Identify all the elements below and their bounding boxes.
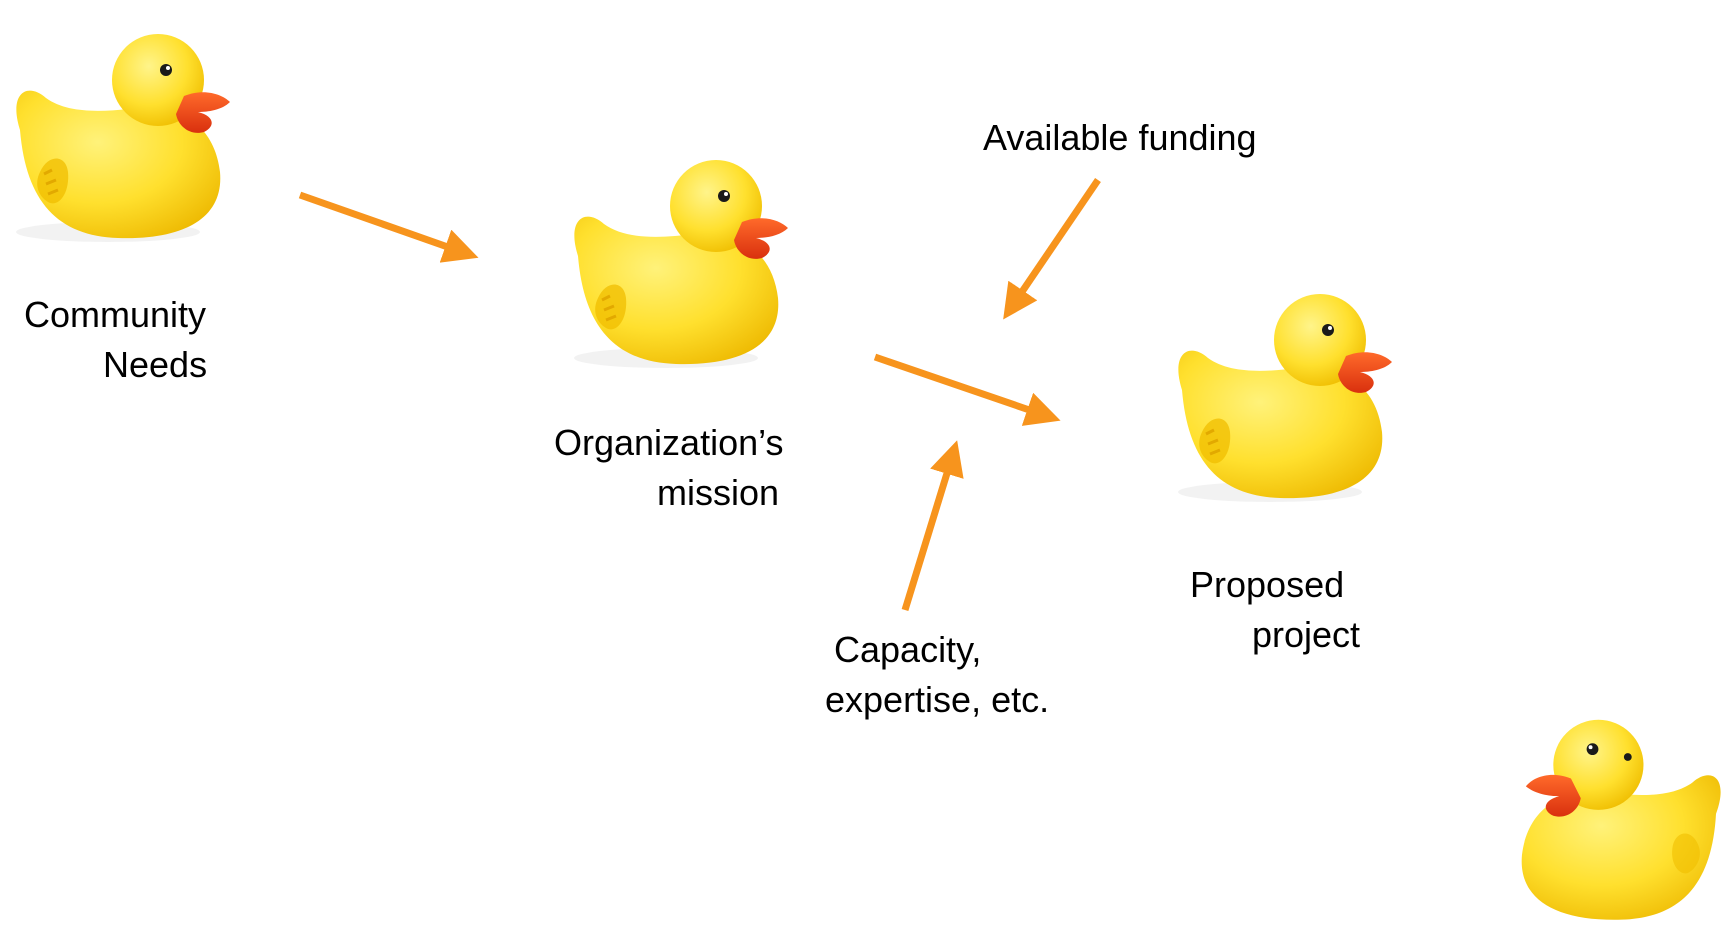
arrow-icon (901, 440, 964, 612)
capacity-expertise-label: Capacity, expertise, etc. (825, 625, 1049, 725)
arrow-icon (1003, 178, 1101, 320)
capacity-line1: Capacity, (834, 629, 982, 670)
capacity-line2: expertise, etc. (825, 679, 1050, 720)
organization-mission-label: Organization’s mission (554, 418, 783, 518)
available-funding-text: Available funding (983, 117, 1257, 158)
proposed-project-line1: Proposed (1190, 564, 1345, 605)
rubber-duck-icon (1176, 292, 1394, 504)
organization-mission-line1: Organization’s (554, 422, 784, 463)
community-needs-label: Community Needs (24, 290, 207, 390)
community-needs-line2: Needs (103, 344, 208, 385)
arrow-icon (298, 191, 479, 263)
rubber-duck-icon (572, 158, 790, 370)
community-needs-line1: Community (24, 294, 207, 335)
proposed-project-label: Proposed project (1190, 560, 1360, 660)
rubber-duck-icon (14, 32, 232, 244)
proposed-project-line2: project (1252, 614, 1361, 655)
organization-mission-line2: mission (657, 472, 780, 513)
rubber-duck-icon (1521, 719, 1721, 920)
available-funding-label: Available funding (983, 113, 1257, 163)
arrow-icon (873, 353, 1061, 426)
